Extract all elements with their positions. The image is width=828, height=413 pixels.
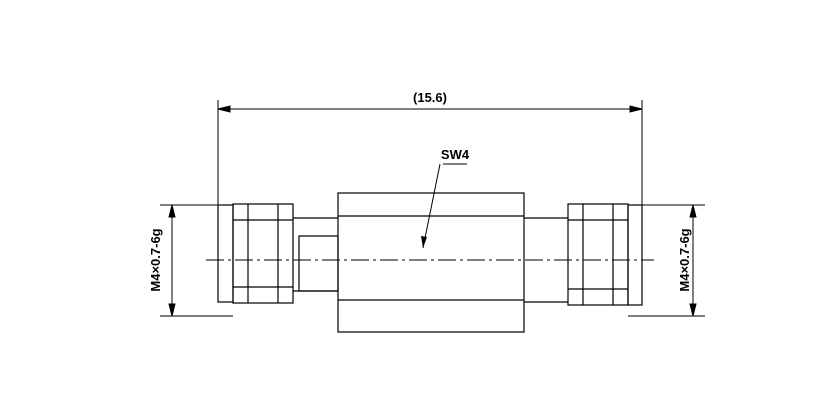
right-thread-dimension: [628, 204, 705, 317]
wrench-size-label: SW4: [441, 147, 470, 162]
connector-outline: [217, 192, 643, 333]
right-thread-label: M4×0.7-6g: [677, 228, 692, 291]
right-neck: [524, 217, 568, 303]
left-neck: [293, 217, 339, 292]
left-coupling-nut: [217, 203, 294, 304]
left-thread-label: M4×0.7-6g: [148, 228, 163, 291]
hex-body: [337, 192, 525, 333]
overall-dimension: [217, 100, 643, 205]
left-thread-dimension: [160, 204, 233, 317]
right-coupling-nut: [567, 203, 643, 306]
overall-length-label: (15.6): [413, 90, 447, 105]
wrench-callout: [421, 163, 467, 249]
